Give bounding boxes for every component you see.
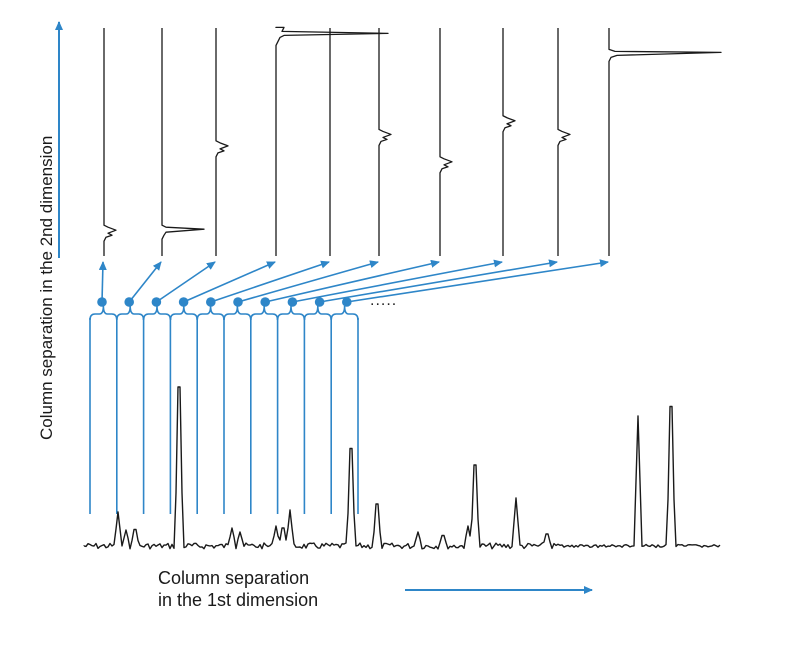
fraction-dot (287, 297, 298, 307)
fraction-brace (142, 305, 172, 321)
second-dimension-trace (439, 28, 453, 256)
x-axis-label: Column separation in the 1st dimension (158, 567, 318, 611)
fraction-brace (169, 305, 198, 321)
fraction-brace (196, 305, 225, 321)
x-axis-label-line2: in the 1st dimension (158, 590, 319, 610)
fraction-transfer-arrow (210, 260, 330, 303)
fraction-brace (303, 305, 332, 321)
second-dimension-trace (502, 28, 516, 256)
more-fractions-ellipsis: ..... (370, 292, 398, 309)
fraction-dots (97, 297, 352, 307)
second-dimension-chromatograms (103, 26, 722, 256)
fraction-transfer-arrows (98, 259, 609, 303)
fraction-transfer-arrow (237, 260, 379, 303)
fraction-dot (314, 297, 325, 307)
second-dimension-trace (557, 28, 571, 256)
fraction-brackets (89, 305, 359, 514)
fraction-dot (151, 297, 162, 307)
fraction-dot (124, 297, 134, 307)
fraction-brace (116, 305, 145, 321)
fraction-dot (97, 297, 107, 307)
second-dimension-trace (275, 26, 389, 256)
fraction-dot (206, 297, 216, 307)
fraction-transfer-arrow (346, 259, 609, 303)
fraction-transfer-arrow (319, 259, 558, 303)
x-axis-label-line1: Column separation (158, 568, 310, 588)
fraction-brace (89, 305, 118, 321)
fraction-transfer-arrow (183, 261, 276, 303)
fraction-transfer-arrow (265, 259, 440, 303)
fraction-transfer-arrow (155, 261, 216, 303)
second-dimension-trace (378, 28, 392, 256)
fraction-brace (330, 305, 359, 321)
fraction-brace (223, 305, 252, 321)
first-dimension-chromatogram (83, 386, 721, 550)
y-axis-label: Column separation in the 2nd dimension (37, 135, 56, 440)
fraction-transfer-arrow (292, 259, 503, 303)
fraction-brace (276, 305, 306, 321)
second-dimension-trace (161, 28, 205, 256)
fraction-dot (342, 297, 352, 307)
second-dimension-trace (608, 28, 722, 256)
fraction-dot (260, 297, 271, 307)
fraction-transfer-arrow (128, 261, 162, 303)
fraction-transfer-arrow (98, 261, 107, 303)
fraction-dot (178, 297, 189, 307)
second-dimension-trace (215, 28, 229, 256)
second-dimension-trace (103, 28, 117, 256)
fraction-dot (233, 297, 243, 307)
fraction-brace (250, 305, 279, 321)
